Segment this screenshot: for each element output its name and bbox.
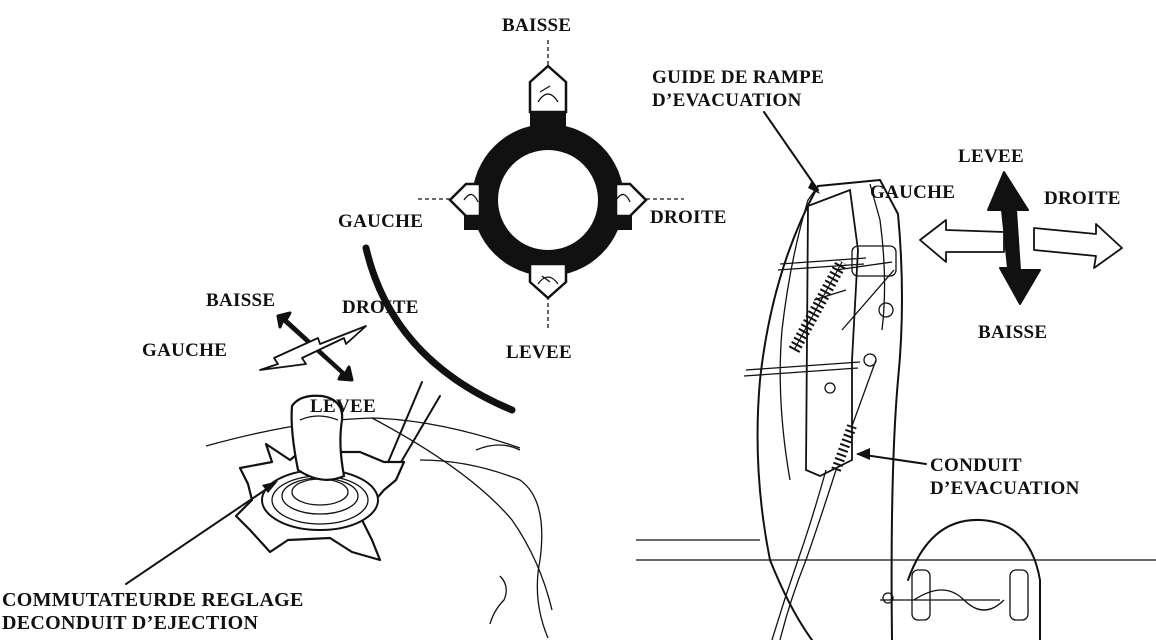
duct-label-line2: D’EVACUATION [930,478,1080,500]
selector-dial [418,40,684,330]
dial-tab-top [530,66,566,112]
ramp-guide-label-line2: D’EVACUATION [652,90,802,112]
joystick-label-gauche: GAUCHE [142,340,227,362]
ramp-guide-label-line1: GUIDE DE RAMPE [652,67,824,89]
chute-label-baisse: BAISSE [978,322,1047,344]
joystick-label-baisse: BAISSE [206,290,275,312]
switch-label-line1: COMMUTATEURDE REGLAGE [2,589,304,611]
zoom-callout-lines [366,248,512,474]
dial-label-levee: LEVEE [506,342,572,364]
dial-tab-right [616,184,646,216]
chute-label-droite: DROITE [1044,188,1121,210]
joystick-direction-arrows [260,313,366,380]
switch-label-line2: DECONDUIT D’EJECTION [2,612,258,634]
dial-tab-left [450,184,480,216]
dial-label-baisse: BAISSE [502,15,571,37]
dial-label-droite: DROITE [650,207,727,229]
chute-label-gauche: GAUCHE [870,182,955,204]
dial-label-gauche: GAUCHE [338,211,423,233]
dial-tab-bottom [530,264,566,298]
chute-label-levee: LEVEE [958,146,1024,168]
joystick-label-droite: DROITE [342,297,419,319]
duct-label-line1: CONDUIT [930,455,1022,477]
joystick-label-levee: LEVEE [310,396,376,418]
